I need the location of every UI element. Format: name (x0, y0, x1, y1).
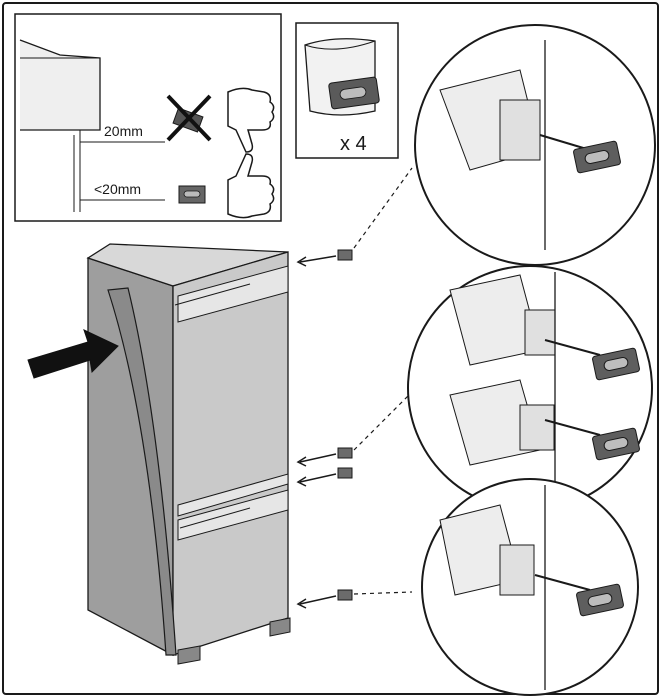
push-arrow-icon (27, 329, 119, 379)
detail-top-hinge (414, 24, 656, 266)
quantity-label: x 4 (340, 133, 367, 155)
plug-kit-inset: x 4 (295, 22, 399, 159)
gap-ok-label: 20mm (104, 123, 143, 139)
gap-small-label: <20mm (94, 181, 141, 197)
spacing-inset: 20mm <20mm (14, 13, 282, 222)
fridge-cabinet (86, 243, 291, 665)
insert-arrows (296, 255, 337, 609)
leader-lines (353, 167, 413, 595)
crossed-plug-icon (166, 94, 212, 142)
detail-middle-hinges (407, 265, 653, 511)
thumbs-up-icon (227, 153, 275, 219)
detail-bottom-hinge (421, 478, 639, 696)
cabinet-plugs (337, 249, 353, 601)
thumbs-down-icon (227, 87, 275, 153)
